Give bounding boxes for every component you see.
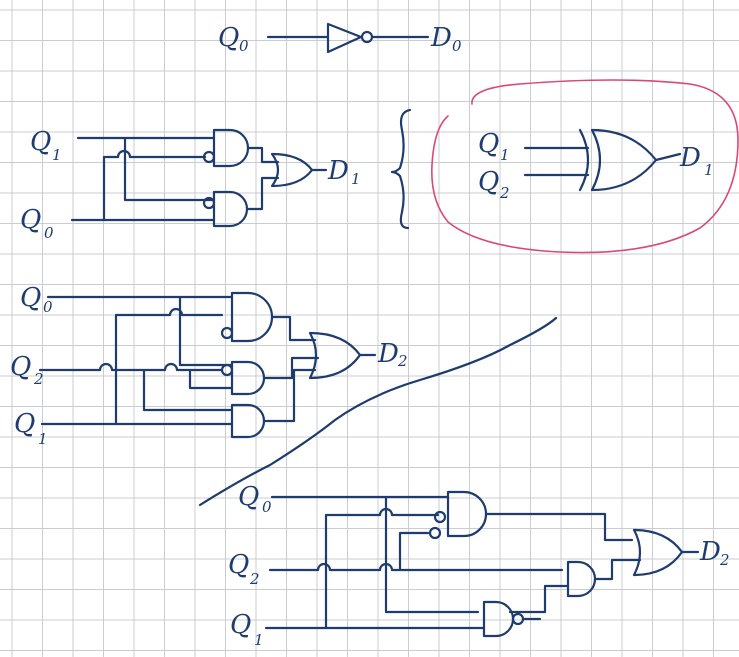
label-d2-sub: 2 [397,352,408,370]
label-q0-d2b: Q [238,482,259,512]
label-d1: D [327,156,349,186]
label-q2-d2: Q [10,352,31,382]
curly-brace [390,108,412,230]
label-q0-d2b-sub: 0 [262,498,272,516]
d2b-q0-wire [270,495,480,614]
label-q1-d2-sub: 1 [38,430,48,448]
label-q2-xor-sub: 2 [499,184,510,202]
d2-and1-bubble [220,326,234,340]
and-gate-d2-3 [230,403,266,439]
label-d2b: D [699,537,721,567]
or-gate-d2 [308,331,362,380]
xor-output-wire [654,152,682,162]
d1-and-to-or-wires [245,146,280,211]
label-q0-top: Q [218,23,239,53]
d2b-and1-bubble [433,510,447,524]
highlight-circle [431,79,739,254]
label-q0-d2: Q [20,283,41,313]
label-d1-xor-sub: 1 [704,161,714,179]
label-q0-d2-sub: 0 [43,298,53,316]
d2-q0-wire [46,295,234,367]
label-q1-d1-sub: 1 [52,146,62,164]
xor-equivalent-circuit: Q 1 Q 2 D 1 [431,79,739,254]
label-q1-d2b: Q [230,610,251,640]
and-gate-d2b-2 [566,560,597,598]
d2b-gates-to-or-wires [484,512,642,621]
d1-top-bubble [202,150,216,164]
label-d0: D [430,23,452,53]
d2b-and2-input [508,584,570,614]
label-q0-top-sub: 0 [239,37,249,55]
d1-and-or-circuit: Q 1 Q 0 D 1 [20,127,361,242]
wavy-separator-line [198,316,558,507]
not-gate [326,22,363,54]
label-d1-xor: D [679,143,701,173]
and-gate-d2-1 [230,291,274,343]
d1-bottom-bubble [202,196,216,210]
xor-back-curve [578,128,590,192]
d2b-and1-bubble-2 [428,526,442,540]
label-q0-d1: Q [20,205,41,235]
d2-circuit-second: Q 0 Q 2 Q 1 D 2 [228,482,730,649]
d1-q1-wire [76,136,216,202]
d2-and2-bubble [220,363,234,377]
not-gate-circuit: Q 0 D 0 [218,22,462,55]
label-q1-d1: Q [30,127,51,157]
label-q2-d2b: Q [228,550,249,580]
label-q1-xor: Q [478,129,499,159]
and-gate-d2-2 [230,360,266,396]
or-gate-d1 [270,152,314,188]
xor-gate [590,128,658,192]
label-q1-d2b-sub: 1 [254,631,264,649]
label-q0-d1-sub: 0 [44,224,54,242]
label-q2-xor: Q [478,167,499,197]
d2b-q1-wire [264,507,486,630]
label-q2-d2b-sub: 2 [249,570,260,588]
d2-and-to-or-wires [262,315,320,423]
and-gate-d1-top [212,128,250,168]
label-d1-sub: 1 [351,170,361,188]
label-d0-sub: 0 [452,37,462,55]
label-q2-d2-sub: 2 [33,370,44,388]
label-q1-xor-sub: 1 [500,146,510,164]
d2b-nand-bubble [511,612,525,626]
d2-circuit-first: Q 0 Q 2 Q 1 D 2 [10,283,408,448]
and-gate-d2b-1 [446,490,488,538]
label-d2b-sub: 2 [719,551,730,569]
d2b-q2-wire [268,531,564,572]
label-q1-d2: Q [14,409,35,439]
label-d2: D [377,339,399,369]
d1-q0-wire [70,149,216,222]
nand-gate-d2b-3 [482,600,515,638]
and-gate-d1-bottom [212,190,249,228]
or-gate-d2b [632,528,684,577]
d2-q2-wire [38,362,234,412]
xor-input-wires [523,146,590,177]
d2-q1-wire [40,307,234,426]
